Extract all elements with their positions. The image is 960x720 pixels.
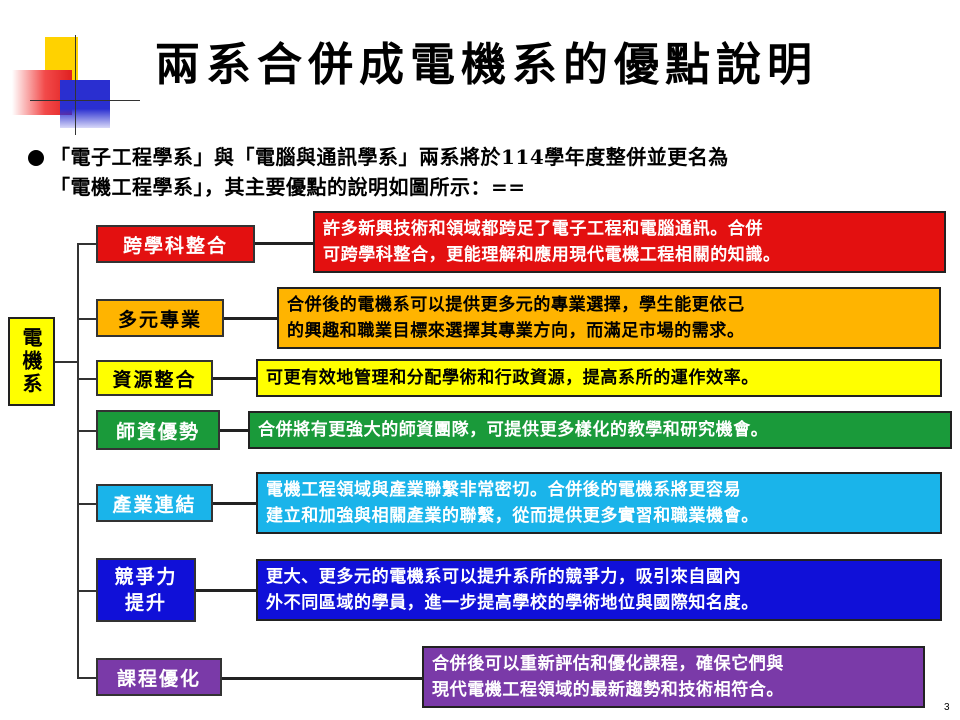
root-node: 電機系: [8, 317, 55, 406]
description-competitiveness: 更大、更多元的電機系可以提升系所的競爭力，吸引來自國內 外不同區域的學員，進一步…: [256, 559, 942, 621]
root-connector: [55, 361, 77, 363]
description-line: 現代電機工程領域的最新趨勢和技術相符合。: [432, 680, 784, 700]
intro-line-2: 「電機工程學系」，其主要優點的說明如圖所示：==: [50, 175, 526, 199]
page-number: 3: [944, 702, 950, 713]
description-connector: [213, 502, 258, 505]
category-label-line: 競爭力: [114, 566, 178, 588]
category-faculty-advantage: 師資優勢: [96, 410, 220, 450]
intro-text: 「電子工程學系」與「電腦與通訊學系」兩系將於114學年度整併並更名為 「電機工程…: [50, 142, 940, 202]
description-line: 外不同區域的學員，進一步提高學校的學術地位與國際知名度。: [266, 593, 759, 613]
branch-connector: [77, 503, 97, 505]
branch-connector: [77, 430, 97, 432]
decor-horizontal-line: [30, 100, 140, 101]
description-connector: [213, 377, 258, 380]
description-curriculum-optimization: 合併後可以重新評估和優化課程，確保它們與 現代電機工程領域的最新趨勢和技術相符合…: [422, 646, 925, 708]
description-interdisciplinary: 許多新興技術和領域都跨足了電子工程和電腦通訊。合併 可跨學科整合，更能理解和應用…: [313, 211, 946, 273]
decor-blue-square: [60, 80, 110, 128]
category-resource-integration: 資源整合: [96, 360, 213, 396]
category-industry-connection: 產業連結: [96, 484, 213, 522]
branch-connector: [77, 378, 97, 380]
description-line: 的興趣和職業目標來選擇其專業方向，而滿足市場的需求。: [287, 321, 745, 341]
description-line: 合併後可以重新評估和優化課程，確保它們與: [432, 654, 784, 674]
category-curriculum-optimization: 課程優化: [96, 658, 222, 696]
category-competitiveness: 競爭力 提升: [96, 558, 196, 622]
description-line: 電機工程領域與產業聯繫非常密切。合併後的電機系將更容易: [266, 480, 742, 500]
branch-connector: [77, 590, 97, 592]
slide-title: 兩系合併成電機系的優點說明: [155, 38, 819, 91]
branch-connector: [77, 318, 97, 320]
description-line: 可跨學科整合，更能理解和應用現代電機工程相關的知識。: [323, 245, 781, 265]
description-connector: [255, 242, 315, 245]
description-resource-integration: 可更有效地管理和分配學術和行政資源，提高系所的運作效率。: [256, 359, 942, 397]
description-connector: [222, 677, 424, 680]
category-diverse-majors: 多元專業: [96, 299, 224, 337]
category-label-line: 提升: [124, 592, 167, 614]
description-line: 更大、更多元的電機系可以提升系所的競爭力，吸引來自國內: [266, 567, 742, 587]
description-diverse-majors: 合併後的電機系可以提供更多元的專業選擇，學生能更依己 的興趣和職業目標來選擇其專…: [277, 287, 941, 349]
description-line: 可更有效地管理和分配學術和行政資源，提高系所的運作效率。: [266, 368, 759, 388]
description-connector: [220, 429, 250, 432]
intro-line-1: 「電子工程學系」與「電腦與通訊學系」兩系將於114學年度整併並更名為: [50, 145, 729, 169]
description-line: 許多新興技術和領域都跨足了電子工程和電腦通訊。合併: [323, 219, 763, 239]
bullet-icon: [28, 150, 44, 166]
branch-connector: [77, 243, 97, 245]
decor-vertical-line: [75, 35, 76, 135]
description-industry-connection: 電機工程領域與產業聯繫非常密切。合併後的電機系將更容易 建立和加強與相關產業的聯…: [256, 472, 942, 534]
description-connector: [224, 317, 279, 320]
tree-spine: [77, 243, 79, 678]
description-line: 建立和加強與相關產業的聯繫，從而提供更多實習和職業機會。: [266, 506, 759, 526]
description-faculty-advantage: 合併將有更強大的師資團隊，可提供更多樣化的教學和研究機會。: [248, 411, 952, 449]
category-interdisciplinary: 跨學科整合: [96, 225, 255, 263]
description-line: 合併後的電機系可以提供更多元的專業選擇，學生能更依己: [287, 295, 745, 315]
branch-connector: [77, 677, 97, 679]
description-line: 合併將有更強大的師資團隊，可提供更多樣化的教學和研究機會。: [258, 420, 769, 440]
description-connector: [196, 589, 258, 592]
